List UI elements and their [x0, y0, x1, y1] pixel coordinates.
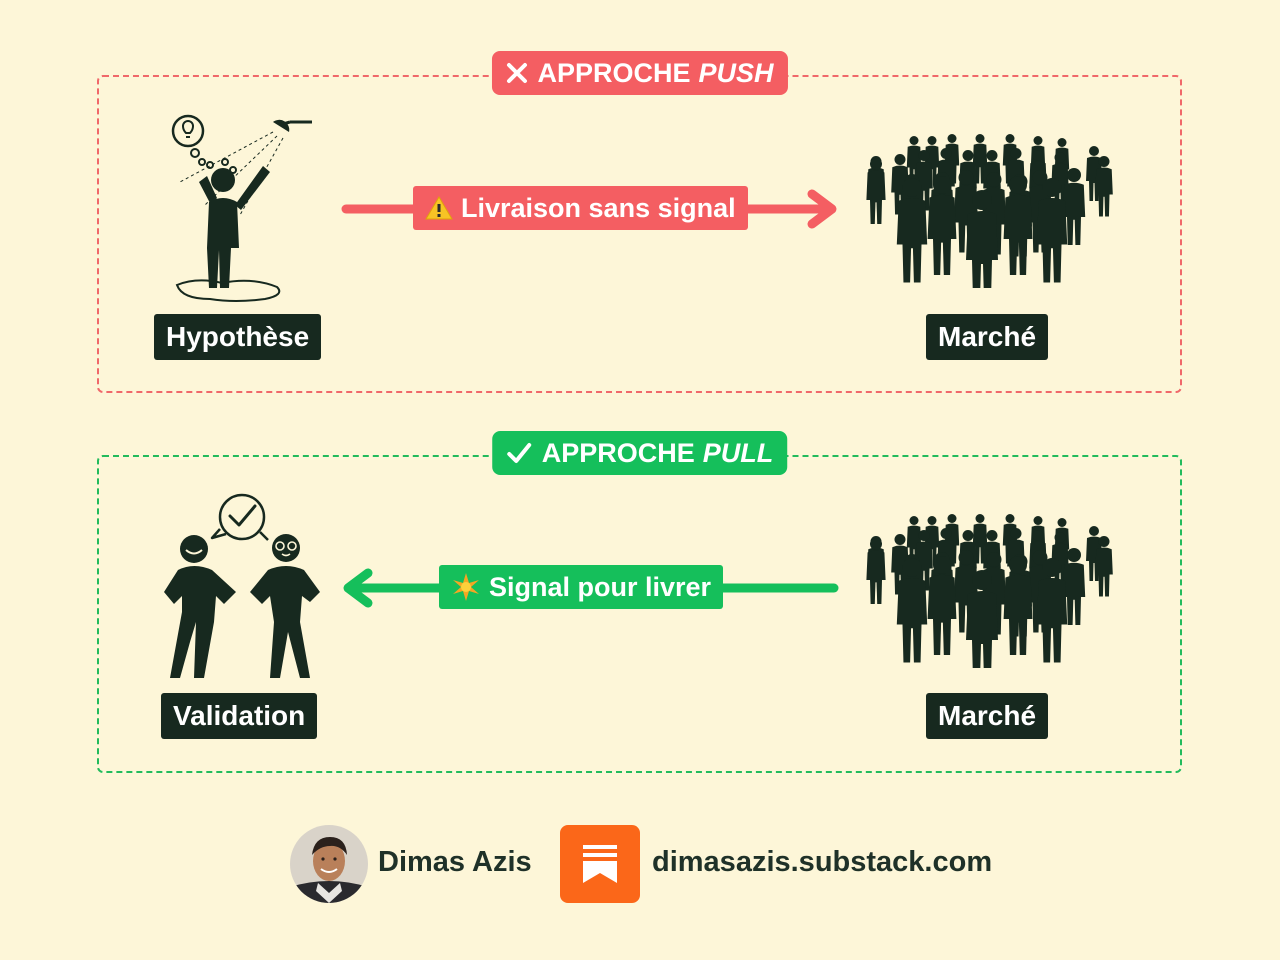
push-arrow-text: Livraison sans signal — [461, 192, 736, 223]
substack-icon[interactable] — [560, 825, 640, 903]
pull-badge-prefix: APPROCHE — [541, 437, 695, 468]
author-avatar — [290, 825, 368, 903]
shower-idea-figure-icon — [171, 114, 312, 302]
cross-icon — [506, 63, 527, 83]
hypothesis-label: Hypothèse — [154, 314, 322, 360]
push-arrow-label: Livraison sans signal — [413, 186, 748, 230]
pull-badge-keyword: PULL — [702, 437, 774, 468]
warning-icon — [425, 196, 453, 220]
crowd-icon — [866, 514, 1113, 668]
push-approach-badge: APPROCHE PUSH — [491, 51, 788, 95]
validation-label: Validation — [161, 693, 318, 739]
sparkle-icon — [453, 573, 479, 601]
push-approach-panel: APPROCHE PUSH — [97, 51, 1182, 393]
push-badge-keyword: PUSH — [698, 57, 774, 88]
two-people-agreeing-icon — [164, 493, 320, 678]
crowd-icon — [866, 134, 1113, 288]
market-label-pull: Marché — [926, 693, 1049, 739]
pull-arrow-label: Signal pour livrer — [439, 565, 724, 609]
market-label-push: Marché — [926, 314, 1049, 360]
pull-approach-badge: APPROCHE PULL — [491, 431, 788, 475]
author-name: Dimas Azis — [378, 846, 532, 878]
pull-approach-panel: APPROCHE PULL — [97, 431, 1182, 773]
push-badge-prefix: APPROCHE — [537, 57, 691, 88]
substack-url-link[interactable]: dimasazis.substack.com — [652, 846, 993, 878]
checkmark-icon — [506, 443, 531, 463]
pull-arrow-text: Signal pour livrer — [489, 571, 712, 602]
